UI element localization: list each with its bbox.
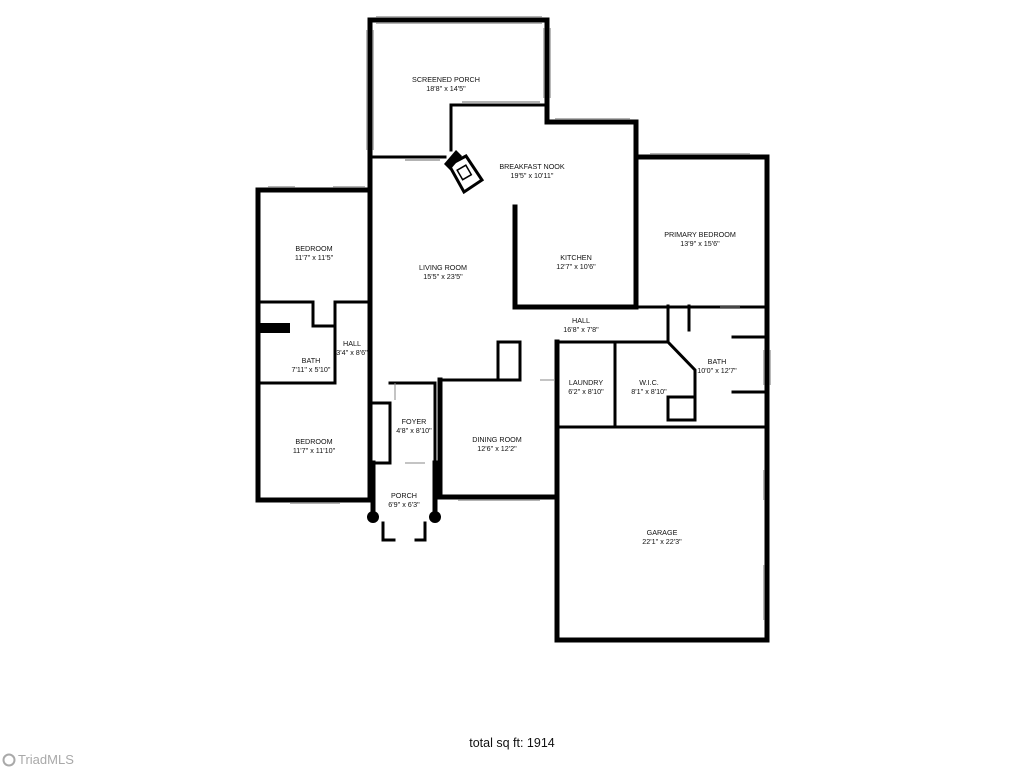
room-name: W.I.C. [639,378,659,387]
room-name: PRIMARY BEDROOM [664,230,736,239]
room-name: BEDROOM [295,437,332,446]
room-size: 11'7" x 11'10" [293,446,336,455]
room-name: SCREENED PORCH [412,75,480,84]
room-size: 10'0" x 12'7" [697,366,737,375]
room-size: 12'7" x 10'6" [556,262,596,271]
room-name: BEDROOM [295,244,332,253]
walls [255,17,770,643]
windows [268,16,771,620]
room-labels: SCREENED PORCH 18'8" x 14'5" BREAKFAST N… [292,75,738,546]
room-name: BATH [302,356,321,365]
room-size: 22'1" x 22'3" [642,537,682,546]
room-size: 13'9" x 15'6" [680,239,720,248]
room-size: 8'1" x 8'10" [631,387,667,396]
triadmls-logo-icon [2,753,16,766]
room-size: 3'4" x 8'6" [336,348,368,357]
room-size: 7'11" x 5'10" [292,365,331,374]
room-name: LAUNDRY [569,378,603,387]
room-size: 6'9" x 6'3" [388,500,420,509]
room-name: PORCH [391,491,417,500]
room-name: FOYER [402,417,427,426]
room-size: 11'7" x 11'5" [295,253,334,262]
room-name: LIVING ROOM [419,263,467,272]
room-name: KITCHEN [560,253,592,262]
room-size: 16'8" x 7'8" [563,325,599,334]
room-name: GARAGE [647,528,678,537]
room-name: HALL [572,316,590,325]
room-size: 18'8" x 14'5" [426,84,466,93]
doors [394,306,740,464]
room-size: 12'6" x 12'2" [477,444,517,453]
room-name: HALL [343,339,361,348]
watermark: TriadMLS [2,752,74,767]
room-name: BATH [708,357,727,366]
room-name: DINING ROOM [472,435,522,444]
total-square-footage: total sq ft: 1914 [469,736,555,750]
watermark-text: TriadMLS [18,752,74,767]
room-size: 19'5" x 10'11" [511,171,554,180]
room-size: 4'8" x 8'10" [396,426,432,435]
room-name: BREAKFAST NOOK [499,162,565,171]
room-size: 6'2" x 8'10" [568,387,604,396]
room-size: 15'5" x 23'5" [423,272,463,281]
